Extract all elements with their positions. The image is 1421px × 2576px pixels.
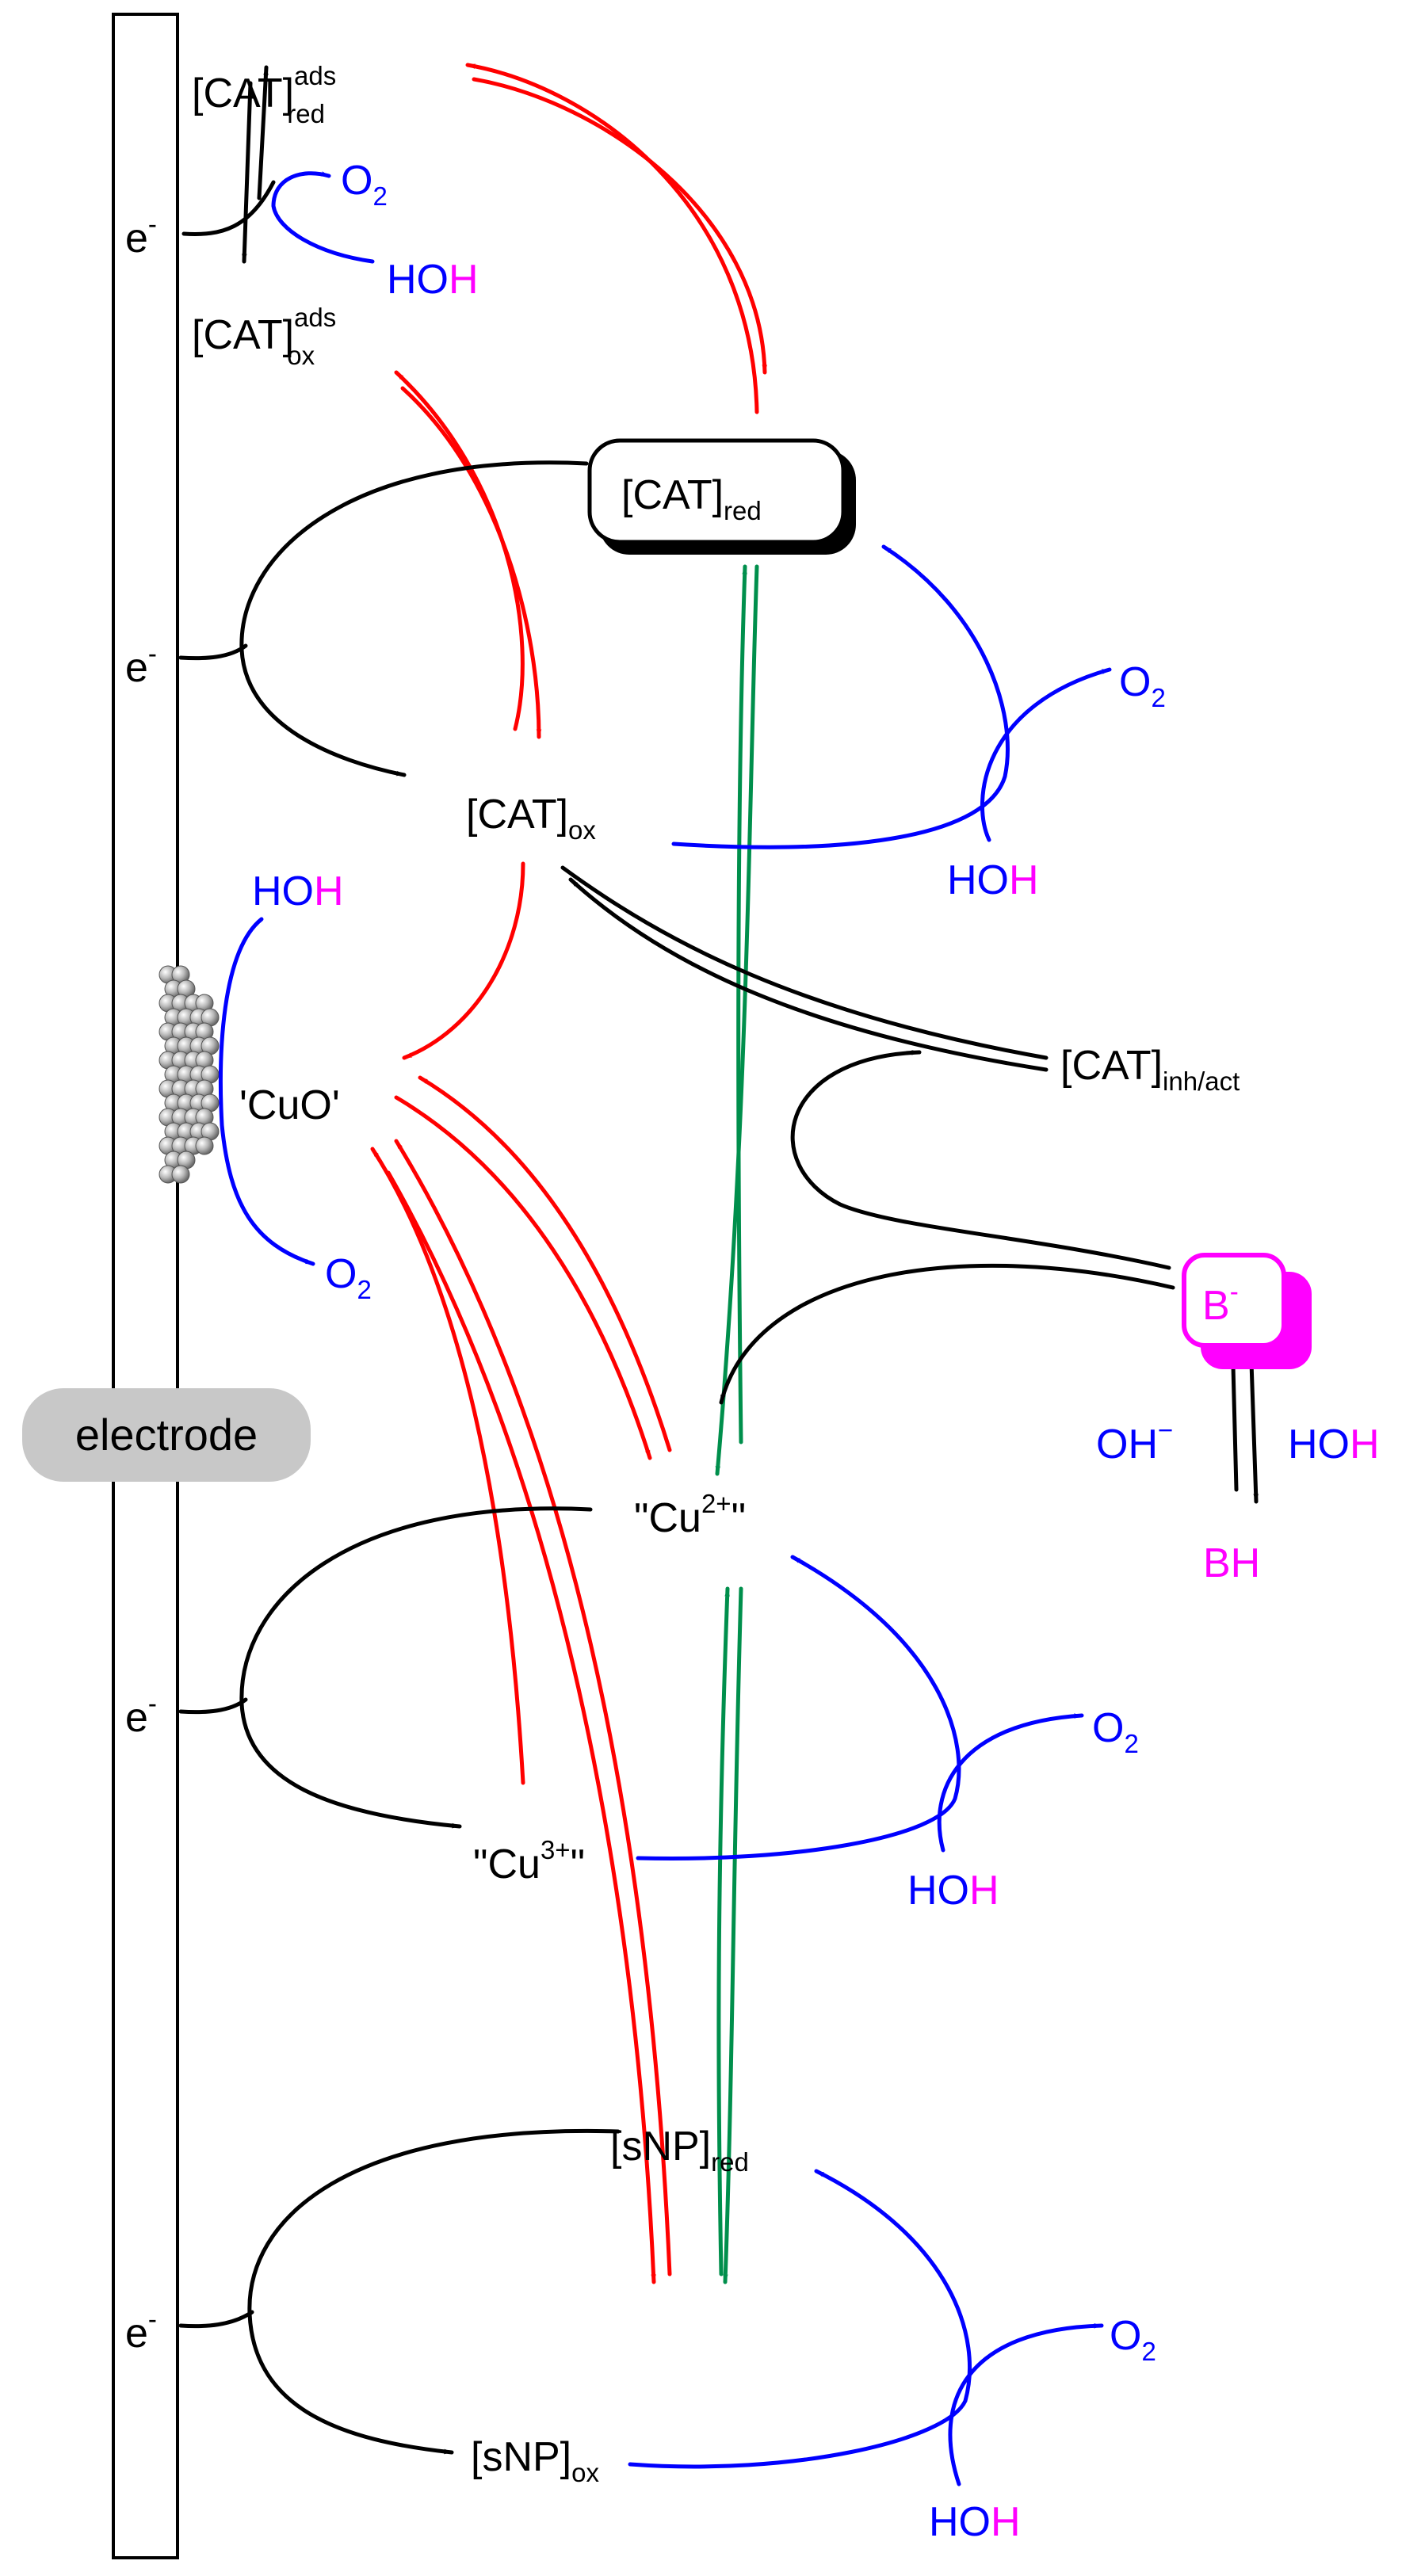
electrode-label-badge — [22, 1388, 311, 1482]
black-loop-base — [790, 1050, 1171, 1270]
blue-loop-snp — [628, 2169, 1104, 2486]
black-arrows-adsorbed-cat — [181, 65, 276, 264]
blue-loop-cu — [636, 1555, 1084, 1860]
red-arrow-cu3-to-cuo — [370, 1147, 525, 1785]
electrode-label: electrode — [75, 1410, 258, 1460]
black-electron-tick-1 — [178, 643, 248, 661]
base-box — [1182, 1253, 1312, 1369]
electrode-bar — [112, 13, 179, 2559]
water-label-2: HOH — [947, 857, 1039, 903]
cu2-label: "Cu2+" — [634, 1489, 746, 1541]
electron-label-4: e- — [125, 2304, 157, 2357]
water-label-1: HOH — [387, 257, 479, 303]
red-equilibrium-cat-red-ads — [465, 63, 768, 414]
cuo-particle — [171, 1165, 190, 1184]
red-equilibrium-cat-ox-ads — [394, 370, 542, 739]
black-loop-snp — [247, 2128, 621, 2455]
red-equilibrium-cuo-cu2 — [394, 1075, 672, 1460]
electron-label-1: e- — [125, 209, 157, 261]
cuo-particle — [195, 1136, 214, 1155]
black-arrow-base-to-cu2 — [719, 1263, 1175, 1405]
cat-red-label: [CAT]red — [621, 472, 762, 525]
electron-label-3: e- — [125, 1689, 157, 1741]
water-label-4: HOH — [907, 1868, 999, 1914]
red-equilibrium-cuo-snp — [386, 1139, 672, 2284]
cu3-label: "Cu3+" — [473, 1835, 585, 1887]
black-electron-tick-2 — [178, 1697, 248, 1715]
red-arrow-catox-to-cuo — [402, 861, 525, 1060]
water-label-base: HOH — [1288, 1422, 1380, 1467]
bh-label: BH — [1203, 1540, 1260, 1586]
base-label: B- — [1202, 1277, 1239, 1329]
blue-loop-adsorbed — [271, 171, 375, 264]
blue-loop-cat — [671, 544, 1112, 849]
cat-ox-label: [CAT]ox — [466, 792, 596, 845]
water-label-3: HOH — [252, 868, 344, 914]
cat-inh-act-label: [CAT]inh/act — [1060, 1043, 1240, 1096]
hydroxide-label: OH− — [1096, 1415, 1173, 1467]
green-equilibrium-cu2-snp — [716, 1586, 743, 2284]
black-electron-tick-3 — [178, 2310, 254, 2329]
cuo-label: 'CuO' — [239, 1082, 340, 1128]
electrode: electrode — [22, 13, 311, 2559]
water-label-5: HOH — [929, 2499, 1021, 2545]
green-equilibrium-catred-cu2 — [715, 564, 759, 1476]
snp-ox-label: [sNP]ox — [471, 2434, 599, 2487]
oxygen-label-2: O2 — [1119, 659, 1166, 712]
cuo-particles — [159, 965, 220, 1184]
cat-red-box — [587, 438, 856, 555]
oxygen-label-1: O2 — [341, 158, 388, 211]
oxygen-label-5: O2 — [1110, 2313, 1156, 2366]
black-loop-cat-red-ox — [239, 460, 589, 777]
electron-label-2: e- — [125, 639, 157, 691]
black-equilibrium-cat-inh — [560, 865, 1049, 1072]
black-loop-cu2-cu3 — [239, 1506, 593, 1829]
oxygen-label-4: O2 — [1092, 1705, 1139, 1758]
oxygen-label-3: O2 — [325, 1251, 372, 1304]
blue-loop-cuo — [218, 917, 315, 1266]
snp-red-label: [sNP]red — [610, 2124, 749, 2177]
